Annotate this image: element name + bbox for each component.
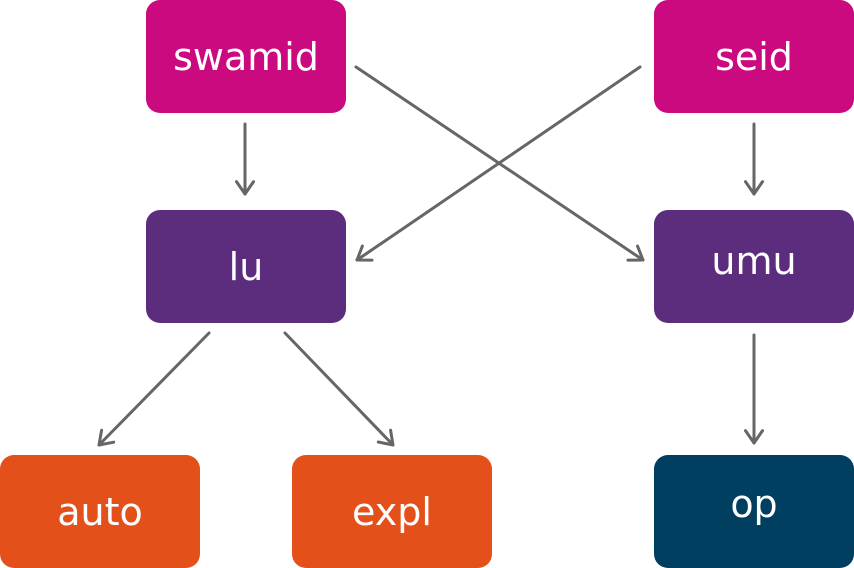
edge-lu-expl bbox=[283, 331, 395, 447]
node-umu: umu bbox=[654, 210, 854, 323]
node-swamid-label: swamid bbox=[173, 34, 319, 79]
node-lu: lu bbox=[146, 210, 346, 323]
edge-lu-expl-arrowhead bbox=[376, 428, 395, 447]
node-seid: seid bbox=[654, 0, 854, 113]
edge-umu-op-arrowhead bbox=[743, 429, 765, 445]
edge-seid-lu bbox=[355, 65, 642, 262]
edge-seid-umu-arrowhead bbox=[743, 180, 765, 196]
node-expl-label: expl bbox=[352, 489, 432, 534]
node-op-label: op bbox=[730, 481, 778, 526]
node-op: op bbox=[654, 455, 854, 568]
node-seid-label: seid bbox=[715, 34, 793, 79]
node-lu-label: lu bbox=[228, 244, 264, 289]
node-expl: expl bbox=[292, 455, 492, 568]
node-umu-label: umu bbox=[711, 238, 797, 283]
edge-lu-auto bbox=[97, 331, 211, 447]
edge-swamid-lu-arrowhead bbox=[234, 180, 256, 196]
node-auto-label: auto bbox=[57, 489, 143, 534]
edge-seid-lu-arrowhead bbox=[355, 244, 374, 262]
edge-swamid-umu-arrowhead bbox=[626, 244, 645, 262]
node-swamid: swamid bbox=[146, 0, 346, 113]
node-auto: auto bbox=[0, 455, 200, 568]
edge-lu-auto-arrowhead bbox=[97, 428, 116, 447]
